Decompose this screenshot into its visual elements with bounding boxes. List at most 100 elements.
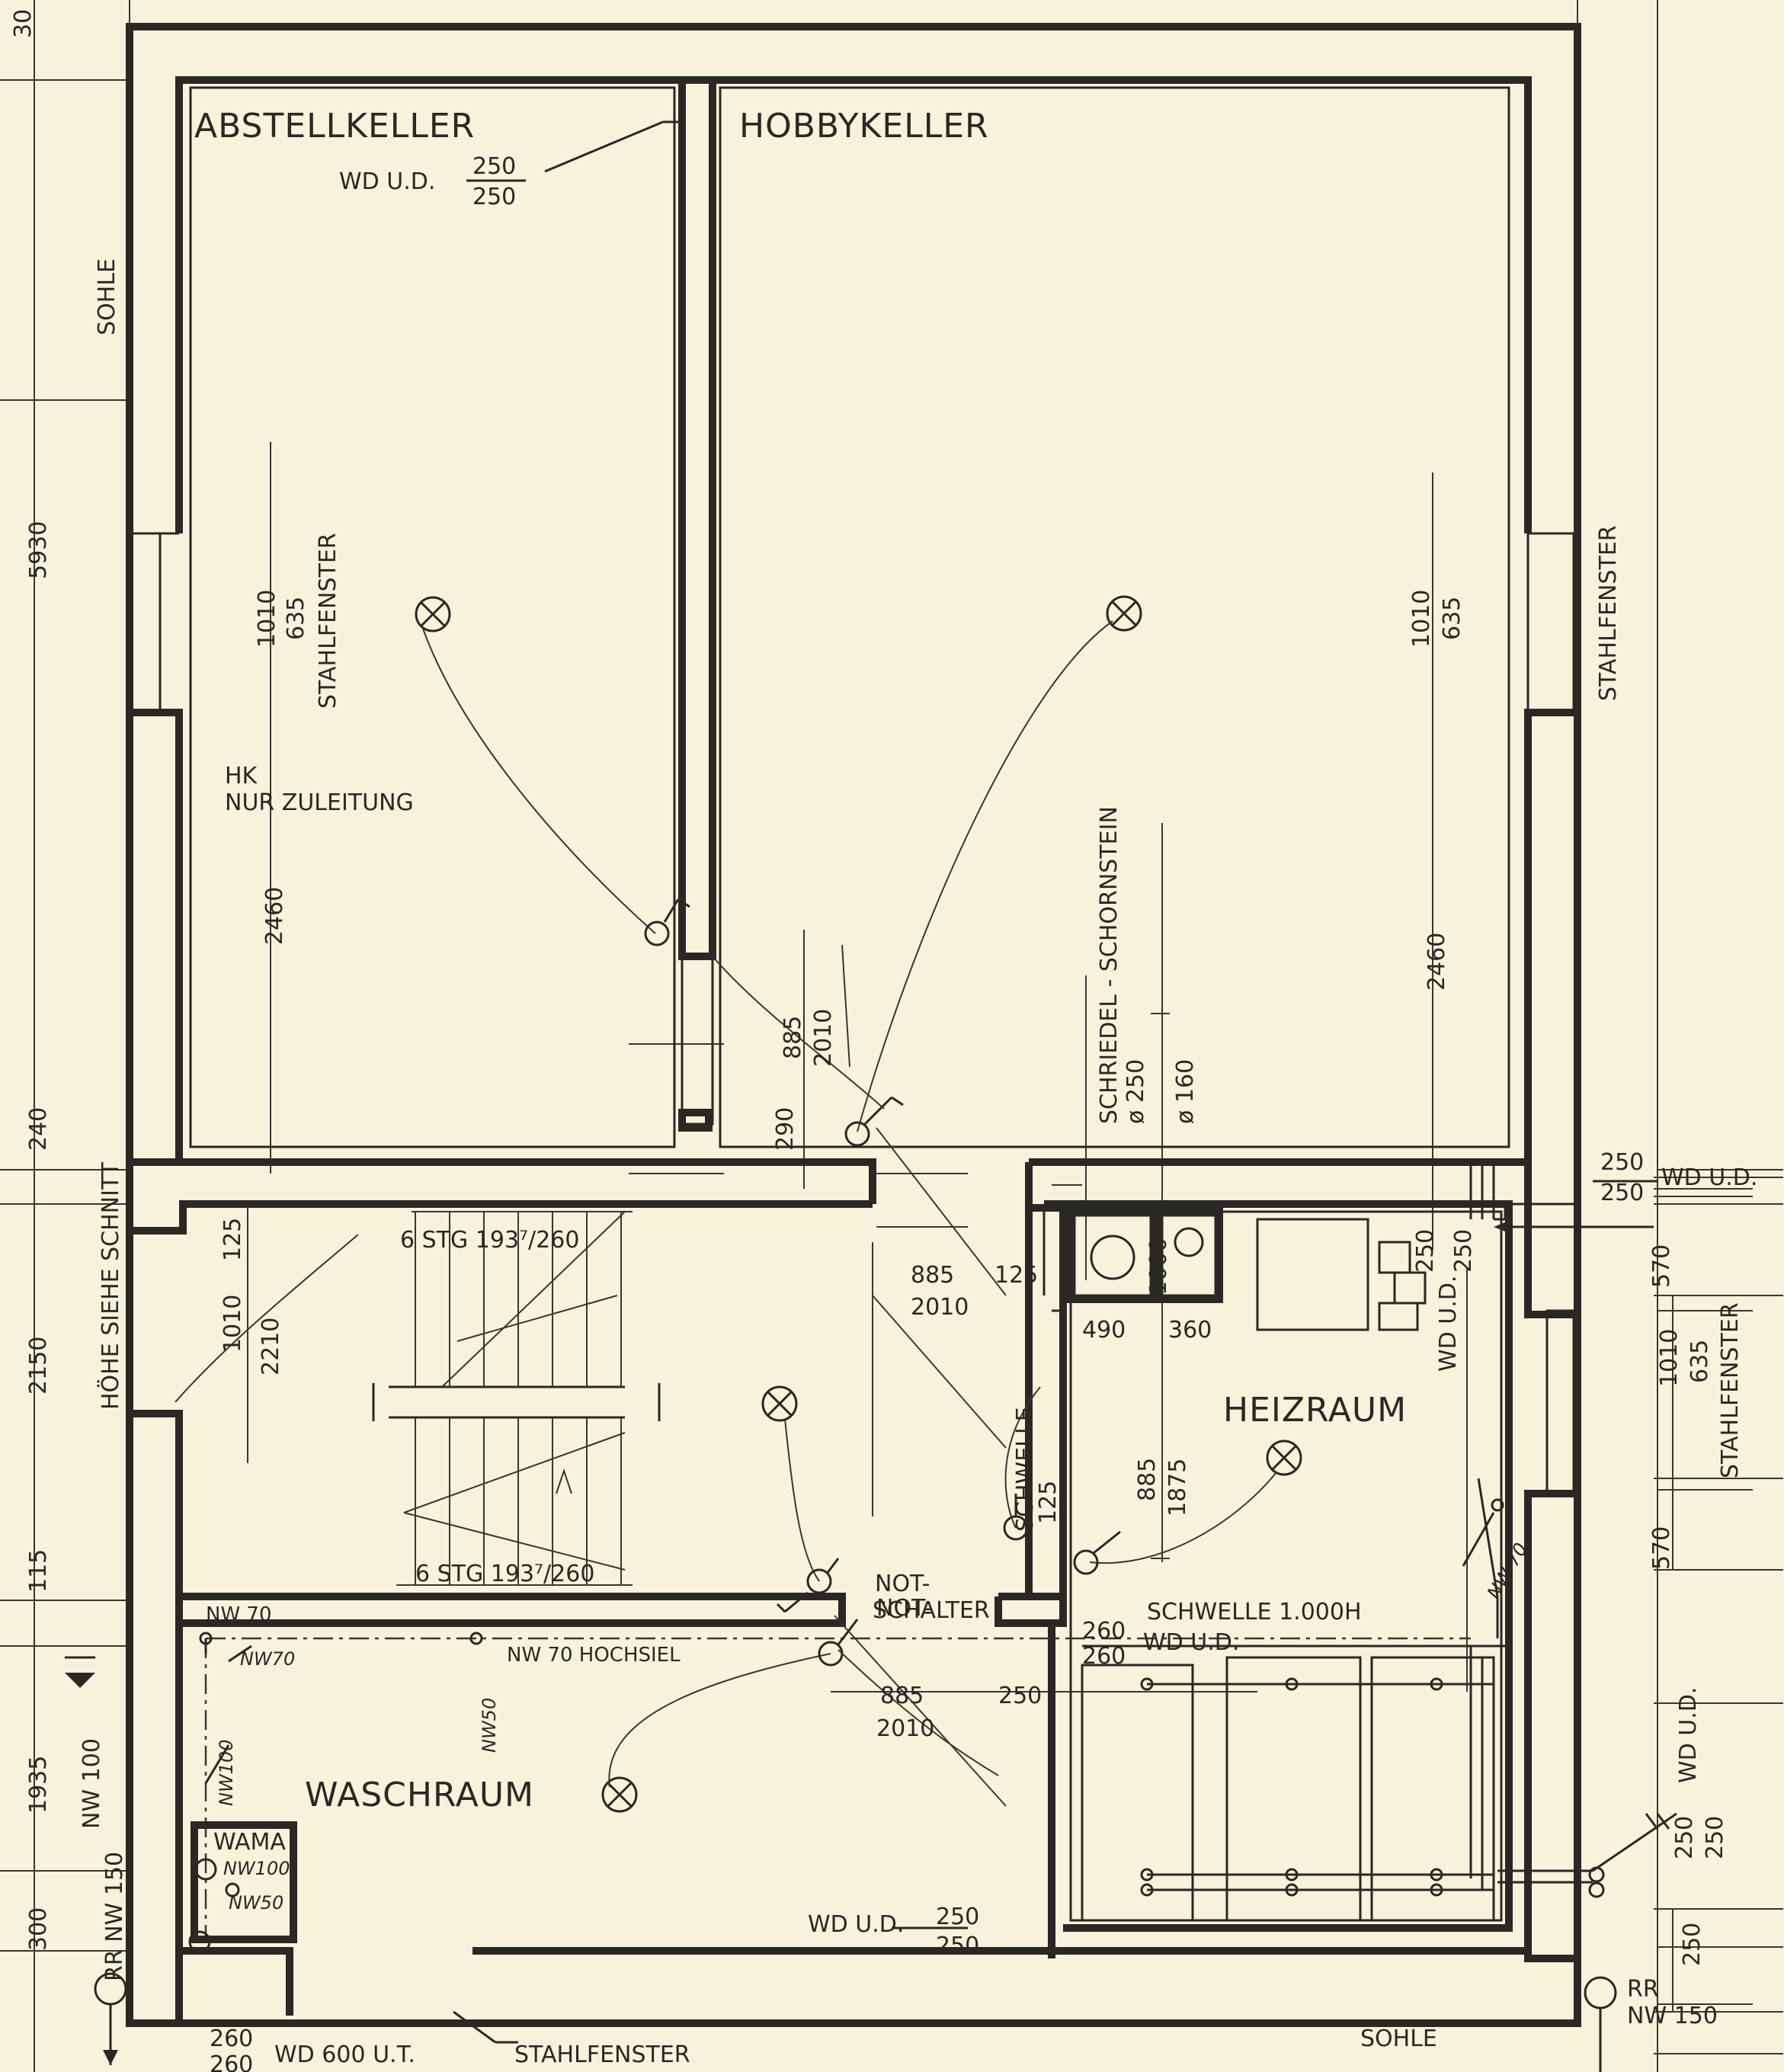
label-nw70-a: NW 70 <box>206 1603 272 1626</box>
pipes <box>199 1162 1677 1936</box>
label-rr: RR <box>1627 1976 1659 2003</box>
dim-300: 300 <box>25 1907 52 1951</box>
label-wama: WAMA <box>213 1829 286 1856</box>
label-hoehe-schnitt: HÖHE SIEHE SCHNITT <box>97 1161 124 1410</box>
label-wd-ud: WD U.D. <box>339 168 435 195</box>
dim-635-r2: 635 <box>1686 1340 1713 1383</box>
heating-equipment <box>1067 1208 1509 1922</box>
dim-30: 30 <box>10 9 37 38</box>
dim-260-d: 260 <box>210 2051 253 2072</box>
label-stahlfenster-left: STAHLFENSTER <box>315 533 341 709</box>
label-dia250: ø 250 <box>1123 1059 1149 1124</box>
label-schornstein: SCHRIEDEL - SCHORNSTEIN <box>1096 806 1123 1124</box>
dim-570-a: 570 <box>1648 1244 1675 1288</box>
label-stair-bottom: 6 STG 193⁷/260 <box>415 1561 594 1587</box>
label-dia160: ø 160 <box>1172 1059 1199 1124</box>
light-hobbykeller <box>1106 595 1142 632</box>
dim-2150: 2150 <box>25 1337 52 1395</box>
dim-250-r-a: 250 <box>1600 1149 1644 1176</box>
dim-2010-hall: 2010 <box>911 1294 969 1321</box>
dim-885-top: 885 <box>780 1016 806 1059</box>
dim-250-wasch-b: 250 <box>936 1933 979 1959</box>
dim-5930: 5930 <box>25 521 52 579</box>
dim-1010-r2: 1010 <box>1656 1329 1683 1387</box>
dim-260-c: 260 <box>210 2026 253 2052</box>
label-notschalter-1: NOT- <box>876 1595 931 1622</box>
label-wd-ud-wasch: WD U.D. <box>808 1911 904 1938</box>
label-wd-ud-bottom: 250 <box>472 184 516 210</box>
dim-1010-hall: 1010 <box>219 1295 246 1353</box>
dim-250-r-c: 250 <box>1671 1816 1698 1859</box>
dim-635-right: 635 <box>1439 597 1465 640</box>
dim-290: 290 <box>772 1107 799 1151</box>
label-nw100-hw: NW100 <box>216 1740 237 1807</box>
dim-1000: 1000 <box>1145 1238 1172 1295</box>
label-sohle-left: SOHLE <box>94 258 120 335</box>
dim-250-wasch-c: 250 <box>998 1683 1042 1709</box>
vertical-labels: SOHLE STAHLFENSTER STAHLFENSTER STAHLFEN… <box>10 9 1744 1981</box>
dim-635-left: 635 <box>283 597 309 640</box>
dim-125-left: 125 <box>219 1218 246 1261</box>
label-schwelle: SCHWELLE <box>1012 1407 1039 1532</box>
annotations-main: NOT- SCHALTER 6 STG 193⁷/260 6 STG 193⁷/… <box>206 1149 1757 2072</box>
dim-885-wasch: 885 <box>880 1683 924 1709</box>
label-nw70-hochsiel: NW 70 HOCHSIEL <box>507 1644 681 1667</box>
label-wama-nw100: NW100 <box>223 1858 290 1879</box>
dim-250-r-e: 250 <box>1679 1923 1706 1966</box>
label-wama-nw50: NW50 <box>229 1892 283 1913</box>
label-wd-ud-heiz-vert: WD U.D. <box>1435 1276 1462 1372</box>
light-waschraum <box>601 1776 638 1813</box>
dim-250-wasch-a: 250 <box>936 1904 979 1930</box>
door-arcs <box>834 1204 1067 1807</box>
dim-2010-top: 2010 <box>810 1009 837 1067</box>
lights <box>175 595 1302 1813</box>
dim-360: 360 <box>1168 1317 1212 1343</box>
label-schwelle-1000: SCHWELLE 1.000H <box>1147 1599 1362 1625</box>
dim-2210: 2210 <box>258 1318 284 1375</box>
dim-125-heiz: 125 <box>1035 1481 1062 1524</box>
dim-250-r-b: 250 <box>1600 1180 1644 1206</box>
dim-250-heiz-b: 250 <box>1450 1229 1477 1273</box>
walls <box>126 23 1581 2027</box>
label-stair-top: 6 STG 193⁷/260 <box>400 1227 579 1254</box>
room-hobbykeller: HOBBYKELLER <box>739 107 989 146</box>
dim-2010-wasch: 2010 <box>876 1715 934 1742</box>
stairs <box>372 1211 661 1586</box>
label-nw70-hw: NW70 <box>240 1648 295 1670</box>
dim-2460-right: 2460 <box>1424 933 1450 991</box>
label-schalter: SCHALTER <box>873 1597 990 1624</box>
dim-1010-right: 1010 <box>1408 590 1435 648</box>
light-abstellkeller <box>415 596 451 632</box>
room-heizraum: HEIZRAUM <box>1223 1391 1407 1430</box>
label-stahlfenster-right2: STAHLFENSTER <box>1717 1302 1744 1478</box>
dim-885-heiz: 885 <box>1134 1458 1161 1501</box>
label-wd600: WD 600 U.T. <box>274 2042 415 2068</box>
dim-490: 490 <box>1082 1317 1126 1343</box>
label-notschalter: NOT- <box>875 1571 930 1597</box>
dim-260-a: 260 <box>1082 1618 1126 1644</box>
label-rr-nw150: RR NW 150 <box>101 1852 128 1981</box>
room-abstellkeller: ABSTELLKELLER <box>194 107 475 146</box>
dim-115: 115 <box>25 1549 52 1593</box>
annotations: WD U.D. 250 250 HK NUR ZULEITUNG NOT- <box>225 153 931 1622</box>
markers <box>65 120 1657 2072</box>
light-stairhall <box>761 1385 798 1422</box>
dim-1935: 1935 <box>25 1756 52 1814</box>
room-labels: ABSTELLKELLER HOBBYKELLER HEIZRAUM WASCH… <box>194 107 1407 1814</box>
label-hk: HK <box>225 763 258 789</box>
dim-240: 240 <box>25 1107 52 1151</box>
label-wd-ud-top: 250 <box>472 153 516 180</box>
label-nw100: NW 100 <box>78 1738 105 1829</box>
light-heizraum <box>1266 1440 1302 1476</box>
room-waschraum: WASCHRAUM <box>305 1776 534 1814</box>
dim-885-hall: 885 <box>911 1262 954 1289</box>
dim-260-b: 260 <box>1082 1643 1126 1670</box>
dim-570-b: 570 <box>1648 1526 1675 1570</box>
dim-1875: 1875 <box>1164 1459 1191 1516</box>
label-stahlfenster-right: STAHLFENSTER <box>1595 525 1622 701</box>
label-sohle-bottom: SOHLE <box>1360 2026 1437 2052</box>
dim-2460-left: 2460 <box>261 887 288 945</box>
label-wd-ud-r-vert: WD U.D. <box>1675 1687 1702 1783</box>
dim-250-heiz-a: 250 <box>1412 1229 1439 1273</box>
label-wd-ud-r: WD U.D. <box>1661 1164 1757 1191</box>
